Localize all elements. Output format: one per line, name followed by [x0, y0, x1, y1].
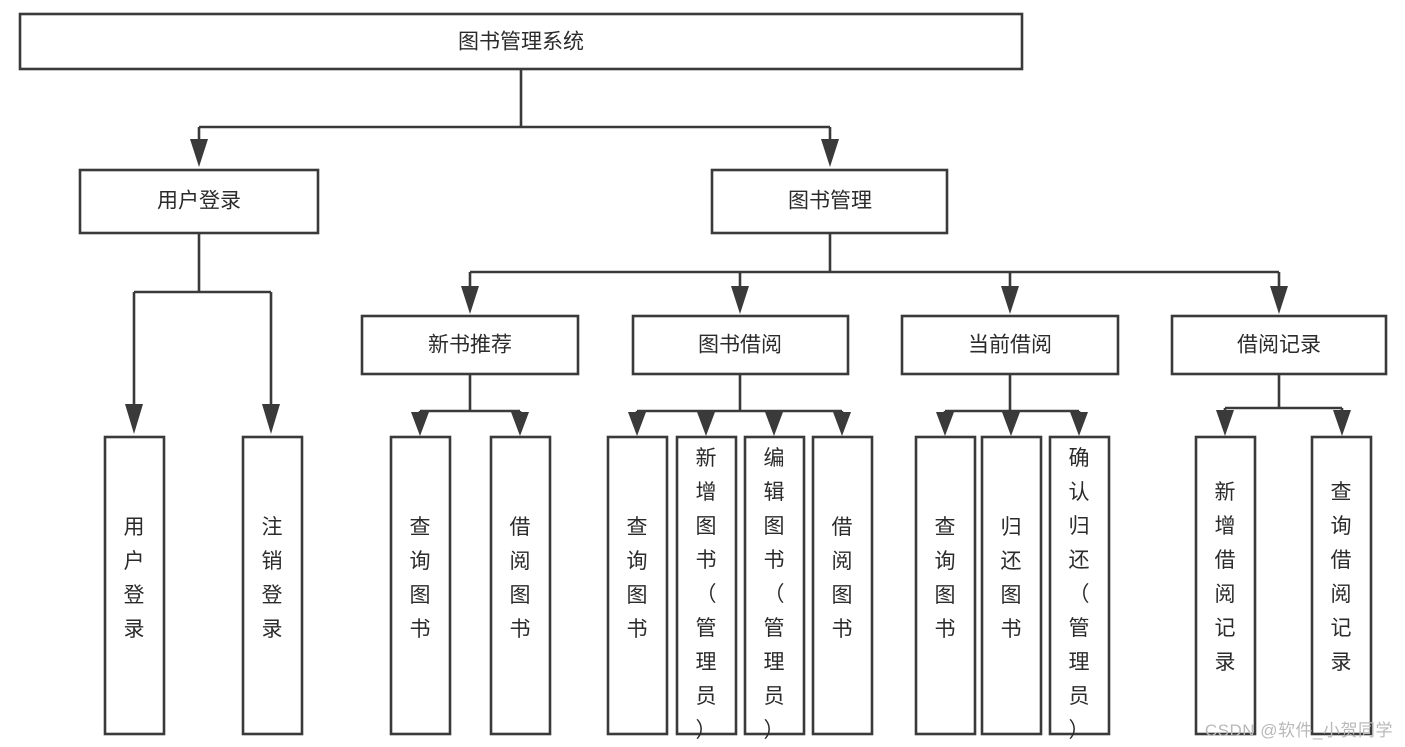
watermark-label: CSDN @软件_小贺同学	[1204, 721, 1393, 740]
node-new-book-rec[interactable]: 新书推荐	[360, 314, 580, 376]
node-leaf-add-record-box[interactable]	[1194, 435, 1257, 736]
connector-group-book-borrow	[628, 374, 851, 436]
node-leaf-user-login-label: 用户登录	[124, 516, 145, 641]
node-leaf-return-book-label: 归还图书	[1001, 516, 1022, 641]
arrow-head-icon	[1270, 286, 1288, 314]
arrow-head-icon	[1002, 412, 1020, 436]
node-leaf-borrow-book-2[interactable]: 借阅图书	[811, 435, 874, 736]
node-leaf-user-login[interactable]: 用户登录	[103, 435, 166, 736]
node-leaf-query-book-1-box[interactable]	[389, 435, 452, 736]
node-leaf-borrow-book-1-box[interactable]	[489, 435, 552, 736]
connector-group-book-manage	[461, 233, 1288, 314]
arrow-head-icon	[697, 412, 715, 436]
node-book-borrow-box[interactable]	[631, 314, 850, 376]
node-leaf-borrow-book-1[interactable]: 借阅图书	[489, 435, 552, 736]
node-borrow-record-label: 借阅记录	[1237, 334, 1321, 357]
arrow-head-icon	[1001, 286, 1019, 314]
node-new-book-rec-label: 新书推荐	[428, 334, 512, 357]
node-leaf-add-book-admin-box[interactable]	[675, 435, 738, 736]
arrow-head-icon	[262, 404, 280, 434]
node-leaf-query-book-2[interactable]: 查询图书	[606, 435, 669, 736]
node-leaf-add-record-label: 新增借阅记录	[1215, 481, 1236, 674]
node-leaf-add-record[interactable]: 新增借阅记录	[1194, 435, 1257, 736]
node-user-login-box[interactable]	[78, 168, 320, 235]
node-leaf-edit-book-admin-box[interactable]	[743, 435, 806, 736]
node-leaf-edit-book-admin-label: 编辑图书（管理员）	[764, 447, 785, 742]
node-current-borrow[interactable]: 当前借阅	[900, 314, 1120, 376]
node-leaf-add-book-admin-label: 新增图书（管理员）	[696, 447, 717, 742]
arrow-head-icon	[190, 139, 208, 167]
node-leaf-query-record-label: 查询借阅记录	[1331, 481, 1352, 674]
node-book-borrow-label: 图书借阅	[698, 334, 782, 357]
node-root[interactable]: 图书管理系统	[18, 12, 1024, 71]
node-book-manage-label: 图书管理	[788, 190, 872, 213]
node-leaf-confirm-return-admin-box[interactable]	[1048, 435, 1111, 736]
connector-group-root	[190, 68, 839, 167]
node-leaf-confirm-return-admin[interactable]: 确认归还（管理员）	[1048, 435, 1111, 742]
node-leaf-query-book-1-label: 查询图书	[410, 516, 431, 641]
arrow-head-icon	[833, 412, 851, 436]
arrow-head-icon	[936, 412, 954, 436]
node-leaf-query-record[interactable]: 查询借阅记录	[1310, 435, 1373, 736]
node-book-manage[interactable]: 图书管理	[710, 168, 949, 235]
node-leaf-user-login-box[interactable]	[103, 435, 166, 736]
node-root-box[interactable]	[18, 12, 1024, 71]
node-user-login[interactable]: 用户登录	[78, 168, 320, 235]
arrow-head-icon	[1070, 412, 1088, 436]
node-leaf-return-book-box[interactable]	[980, 435, 1043, 736]
node-borrow-record-box[interactable]	[1170, 314, 1388, 376]
node-leaf-query-book-3-box[interactable]	[914, 435, 977, 736]
node-leaf-logout-box[interactable]	[241, 435, 304, 736]
node-leaf-query-book-3[interactable]: 查询图书	[914, 435, 977, 736]
arrow-head-icon	[511, 412, 529, 436]
node-leaf-query-record-box[interactable]	[1310, 435, 1373, 736]
node-book-manage-box[interactable]	[710, 168, 949, 235]
node-leaf-borrow-book-2-box[interactable]	[811, 435, 874, 736]
node-leaf-query-book-3-label: 查询图书	[935, 516, 956, 641]
node-book-borrow[interactable]: 图书借阅	[631, 314, 850, 376]
connector-group-user-login	[125, 233, 280, 434]
node-leaf-logout[interactable]: 注销登录	[241, 435, 304, 736]
arrow-head-icon	[1216, 410, 1234, 436]
arrow-head-icon	[461, 286, 479, 314]
arrow-head-icon	[411, 412, 429, 436]
arrow-head-icon	[821, 139, 839, 167]
node-leaf-borrow-book-2-label: 借阅图书	[832, 516, 853, 641]
node-leaf-edit-book-admin[interactable]: 编辑图书（管理员）	[743, 435, 806, 742]
node-borrow-record[interactable]: 借阅记录	[1170, 314, 1388, 376]
node-leaf-add-book-admin[interactable]: 新增图书（管理员）	[675, 435, 738, 742]
node-new-book-rec-box[interactable]	[360, 314, 580, 376]
arrow-head-icon	[628, 412, 646, 436]
node-leaf-return-book[interactable]: 归还图书	[980, 435, 1043, 736]
node-current-borrow-label: 当前借阅	[968, 334, 1052, 357]
node-leaf-query-book-2-box[interactable]	[606, 435, 669, 736]
node-root-label: 图书管理系统	[458, 31, 584, 54]
arrow-head-icon	[765, 412, 783, 436]
node-leaf-borrow-book-1-label: 借阅图书	[510, 516, 531, 641]
node-leaf-logout-label: 注销登录	[262, 516, 283, 641]
arrow-head-icon	[125, 404, 143, 434]
arrow-head-icon	[1333, 410, 1351, 436]
connector-group-borrow-record	[1216, 374, 1351, 436]
arrow-head-icon	[731, 286, 749, 314]
node-user-login-label: 用户登录	[157, 190, 241, 213]
connector-group-new-book-rec	[411, 374, 529, 436]
node-current-borrow-box[interactable]	[900, 314, 1120, 376]
node-leaf-query-book-2-label: 查询图书	[627, 516, 648, 641]
connector-group-current-borrow	[936, 374, 1088, 436]
node-leaf-query-book-1[interactable]: 查询图书	[389, 435, 452, 736]
node-leaf-confirm-return-admin-label: 确认归还（管理员）	[1069, 447, 1090, 742]
